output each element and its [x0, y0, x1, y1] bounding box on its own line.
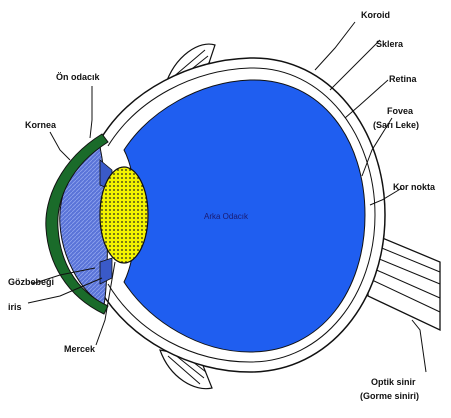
label-kornea: Kornea [25, 120, 57, 130]
label-sklera: Sklera [376, 39, 404, 49]
label-kor-nokta: Kor nokta [393, 182, 436, 192]
label-arka-odacik: Arka Odacık [204, 212, 249, 221]
label-fovea: Fovea [387, 106, 414, 116]
label-iris: iris [8, 302, 22, 312]
label-fovea-subtitle: (Sarı Leke) [373, 120, 419, 130]
label-gozbebegi: Gözbebeği [8, 277, 54, 287]
label-retina: Retina [389, 74, 418, 84]
label-koroid: Koroid [361, 10, 390, 20]
lens [100, 167, 148, 263]
label-optik-sinir-subtitle: (Gorme siniri) [360, 391, 419, 401]
label-on-odacik: Ön odacık [56, 72, 101, 82]
label-mercek: Mercek [64, 344, 96, 354]
label-optik-sinir: Optik sinir [371, 377, 416, 387]
